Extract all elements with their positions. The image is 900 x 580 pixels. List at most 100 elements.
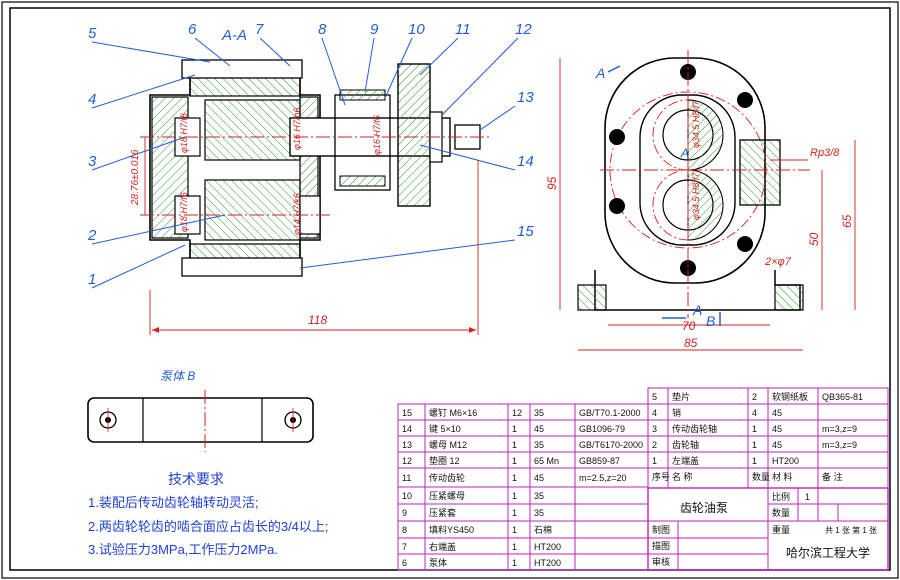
bom-upper-header-cell: 备 注 [822,471,843,482]
bom-lower-cell: GB1096-79 [579,424,625,434]
tech-requirements: 技术要求 1.装配后传动齿轮轴转动灵活; 2.两齿轮轮齿的啮合面应占齿长的3/4… [88,471,329,557]
bom-upper-cell: 传动齿轮轴 [672,423,717,434]
bom-lower-cell: 10 [402,491,412,501]
bom-lower-cell: 14 [402,424,412,434]
marker-a-mid: A [680,146,689,160]
dim-70-text: 70 [682,319,696,333]
bom-lower-cell: 螺母 M12 [429,440,467,450]
fit-label-7: φ16 H7/f6 [372,115,382,155]
bom-upper-cell: HT200 [772,456,799,466]
bom-upper-cell: 4 [752,408,757,418]
bom-upper-header-cell: 数量 [752,471,770,482]
bom-lower-cell: 35 [534,408,544,418]
bom-upper-header-cell: 材 料 [772,471,793,482]
bom-lower-cell: 6 [402,558,407,568]
bom-lower-cell: 填料YS450 [429,524,474,535]
bom-lower-cell: 35 [534,440,544,450]
bom-lower-cell: 1 [512,456,517,466]
bom-lower-cell: 45 [534,473,544,483]
part-label-11: 11 [455,21,471,38]
side-view [577,50,810,318]
section-title: A-A [221,27,247,44]
bom-upper-cell: 垫片 [672,391,690,402]
bom-lower-cell: 石棉 [534,524,552,535]
part-label-15: 15 [517,223,534,240]
part-label-2: 2 [87,227,97,244]
bom-upper-cell: 45 [772,440,782,450]
bom-lower-cell: GB859-87 [579,456,620,466]
bom-lower-cell: 12 [402,456,412,466]
bom-lower-cell: 1 [512,525,517,535]
bom-upper-cell: 5 [652,392,657,402]
bom-upper-cell: m=3,z=9 [822,424,857,434]
bom-upper-cell: 软钢纸板 [772,391,808,402]
dim-95-text: 95 [545,176,559,190]
fit-label-1: φ18 H7/f6 [179,113,189,153]
fit-label-3: φ18 H7/f6 [179,192,189,232]
part-label-13: 13 [517,89,534,106]
title-qty-label: 数量 [772,507,790,518]
marker-a-bottom: A [692,302,702,318]
part-label-7: 7 [255,21,264,38]
bom-lower-cell: 35 [534,491,544,501]
dim-center-distance-text: 28.76±0.016 [130,149,141,206]
marker-b-bottom: B [706,313,715,329]
tech-item-2: 2.两齿轮轮齿的啮合面应占齿长的3/4以上; [88,519,329,534]
tech-item-3: 3.试验压力3MPa,工作压力2MPa. [88,542,278,557]
bom-lower-cell: 压紧套 [429,507,456,518]
bom-upper-cell: 1 [752,424,757,434]
bom-lower-cell: 螺钉 M6×16 [429,408,477,418]
dim-118-text: 118 [308,313,327,327]
part-label-9: 9 [370,21,379,38]
bom-upper-cell: 2 [752,392,757,402]
dim-50-text: 50 [807,232,821,246]
bom-lower-cell: 13 [402,440,412,450]
title-block-name: 齿轮油泵 [680,501,728,515]
bom-lower-cell: 11 [402,473,411,483]
part-label-1: 1 [88,271,96,288]
side-view-dimensions: 95 65 50 70 85 2×φ7 Rp3/8 φ34.5 H8/f7 φ3… [545,58,856,351]
bom-lower-cell: 9 [402,508,407,518]
bom-lower-cell: 1 [512,424,517,434]
title-school: 哈尔滨工程大学 [786,545,870,560]
bom-upper-cell: 1 [752,440,757,450]
fit-label-4: φ14 H7/k6 [292,193,302,235]
bom-upper-header-cell: 名 称 [672,471,693,482]
pump-body-title: 泵体 B [160,369,195,383]
bom-upper-cell: 销 [672,407,681,418]
bom-lower-cell: 7 [402,542,407,552]
bom-lower-cell: 65 Mn [534,456,559,466]
part-label-8: 8 [318,21,327,38]
bom-lower-cell: 右端盖 [429,541,456,552]
bom-lower-cell: HT200 [534,542,561,552]
part-label-3: 3 [88,153,97,170]
part-label-14: 14 [517,153,534,170]
title-weight-label: 重量 [772,524,790,535]
fit-label-2: φ16 H7/h6 [292,108,302,150]
dimension-118: 118 [149,160,479,335]
bom-lower-cell: 传动齿轮 [429,472,465,483]
title-traced: 描图 [652,540,670,551]
bom-lower-cell: GB/T6170-2000 [579,440,643,450]
section-view-a-a [140,59,490,277]
bom-lower-cell: m=2.5,z=20 [579,473,627,483]
bom-lower-cell: HT200 [534,558,561,568]
title-checked: 审核 [652,556,670,567]
dim-85-text: 85 [684,336,698,350]
bom-lower-cell: 1 [512,558,517,568]
bom-lower-cell: 垫圈 12 [429,455,460,466]
bom-lower-cell: 1 [512,508,517,518]
bom-lower-cell: 键 5×10 [429,423,461,434]
bom-upper-cell: 2 [652,440,657,450]
bom-upper-cell: 3 [652,424,657,434]
bom-upper-cell: 45 [772,408,782,418]
bom-lower-cell: 35 [534,508,544,518]
dim-thread-text: Rp3/8 [810,147,840,159]
part-label-10: 10 [408,21,425,38]
title-scale-label: 比例 [772,491,790,502]
marker-a-top: A [595,65,605,81]
part-label-4: 4 [88,91,96,108]
